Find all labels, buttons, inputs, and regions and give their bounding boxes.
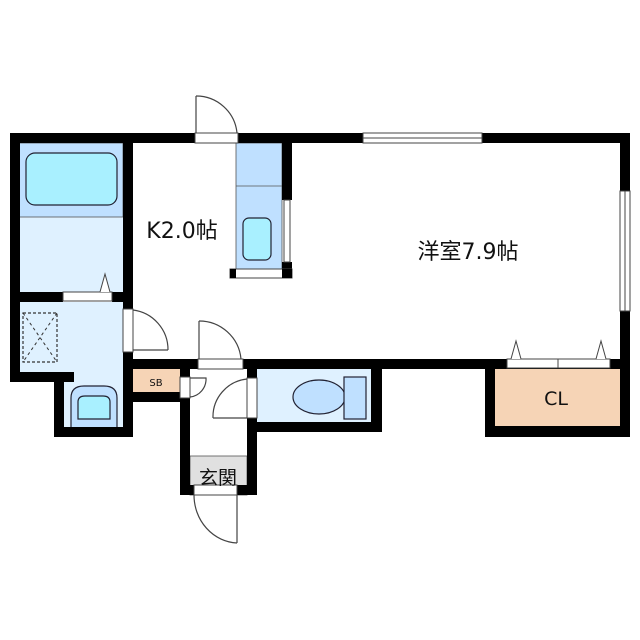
bath-sliding-door[interactable] <box>62 272 113 302</box>
washing-machine-space-icon <box>22 312 58 363</box>
closet-label: CL <box>544 388 568 410</box>
washroom <box>19 302 123 429</box>
hall-door[interactable] <box>197 320 244 370</box>
bathtub-icon <box>25 152 118 206</box>
closet-sliding-doors[interactable] <box>506 339 611 369</box>
washbasin-icon <box>70 385 118 429</box>
western-room-label: 洋室7.9帖 <box>418 240 519 265</box>
toilet-icon <box>292 376 367 420</box>
washroom-door[interactable] <box>122 308 169 353</box>
kitchen-counter <box>235 142 283 271</box>
window-top <box>362 132 483 144</box>
window-right <box>619 190 631 312</box>
closet-area <box>495 369 620 426</box>
entrance-label: 玄関 <box>199 467 237 489</box>
window-kitchen <box>229 199 293 279</box>
door-top[interactable] <box>194 95 239 144</box>
sink-icon <box>242 217 272 261</box>
kitchen-label: K2.0帖 <box>146 219 217 244</box>
bathroom <box>18 142 124 292</box>
front-door[interactable] <box>193 484 238 544</box>
shoe-box-area <box>133 369 180 393</box>
shoe-box-label: SB <box>149 378 162 389</box>
toilet-room <box>257 369 371 422</box>
shoe-box-door[interactable] <box>179 376 207 399</box>
toilet-door[interactable] <box>212 377 258 419</box>
